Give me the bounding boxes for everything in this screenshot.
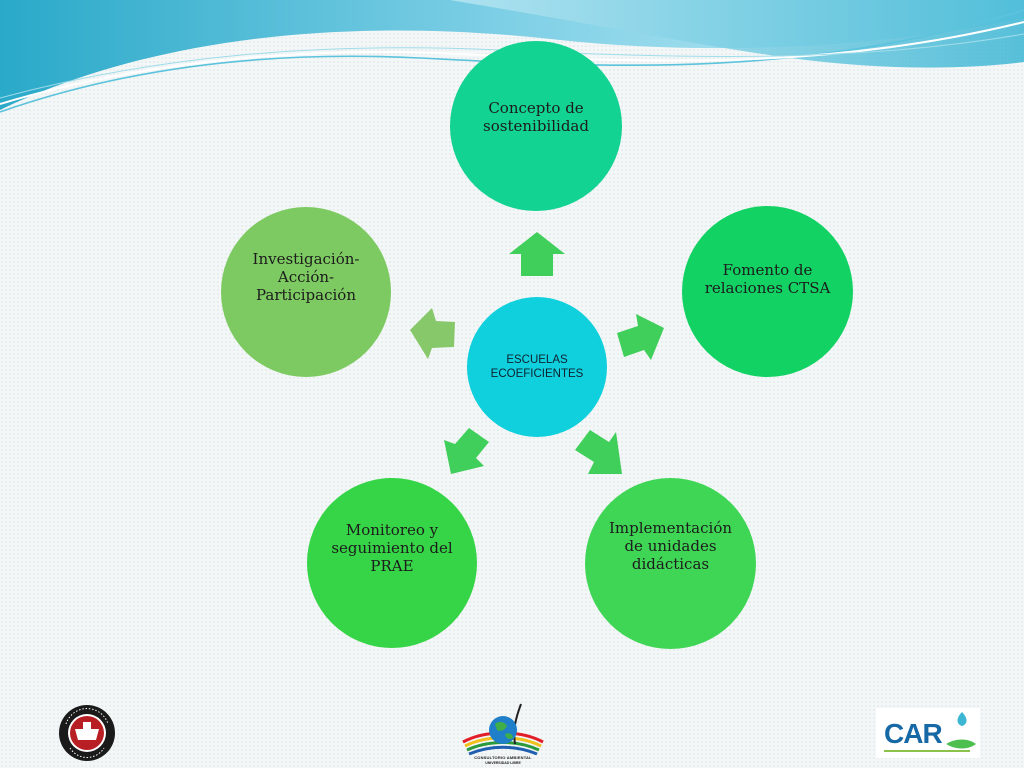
car-logo-wordmark: CAR — [884, 718, 943, 749]
node-implementacion-unidades: Implementación de unidades didácticas — [585, 478, 756, 649]
consultorio-logo-line1: CONSULTORIO AMBIENTAL — [474, 755, 532, 760]
center-node-label: ESCUELAS ECOEFICIENTES — [490, 354, 584, 380]
node-label: Monitoreo y seguimiento del PRAE — [331, 521, 453, 575]
arrow-to-top — [509, 232, 565, 276]
arrow-to-right — [617, 314, 664, 360]
node-concepto-sostenibilidad: Concepto de sostenibilidad — [450, 41, 622, 211]
university-seal-logo — [58, 704, 116, 762]
node-fomento-ctsa: Fomento de relaciones CTSA — [682, 206, 853, 377]
node-monitoreo-prae: Monitoreo y seguimiento del PRAE — [307, 478, 477, 648]
node-label: Concepto de sostenibilidad — [483, 99, 589, 135]
arrow-to-bottomright — [575, 430, 622, 474]
node-label: Implementación de unidades didácticas — [608, 519, 733, 573]
arrow-to-left — [410, 308, 455, 359]
node-label: Fomento de relaciones CTSA — [704, 261, 831, 297]
consultorio-ambiental-logo: CONSULTORIO AMBIENTAL UNIVERSIDAD LIBRE — [455, 700, 551, 766]
node-label: Investigación-Acción-Participación — [252, 250, 360, 304]
consultorio-logo-line2: UNIVERSIDAD LIBRE — [485, 761, 521, 765]
center-node: ESCUELAS ECOEFICIENTES — [467, 297, 607, 437]
car-logo: CAR — [876, 708, 980, 758]
node-investigacion-accion: Investigación-Acción-Participación — [221, 207, 391, 377]
arrow-to-bottomleft — [444, 428, 489, 474]
